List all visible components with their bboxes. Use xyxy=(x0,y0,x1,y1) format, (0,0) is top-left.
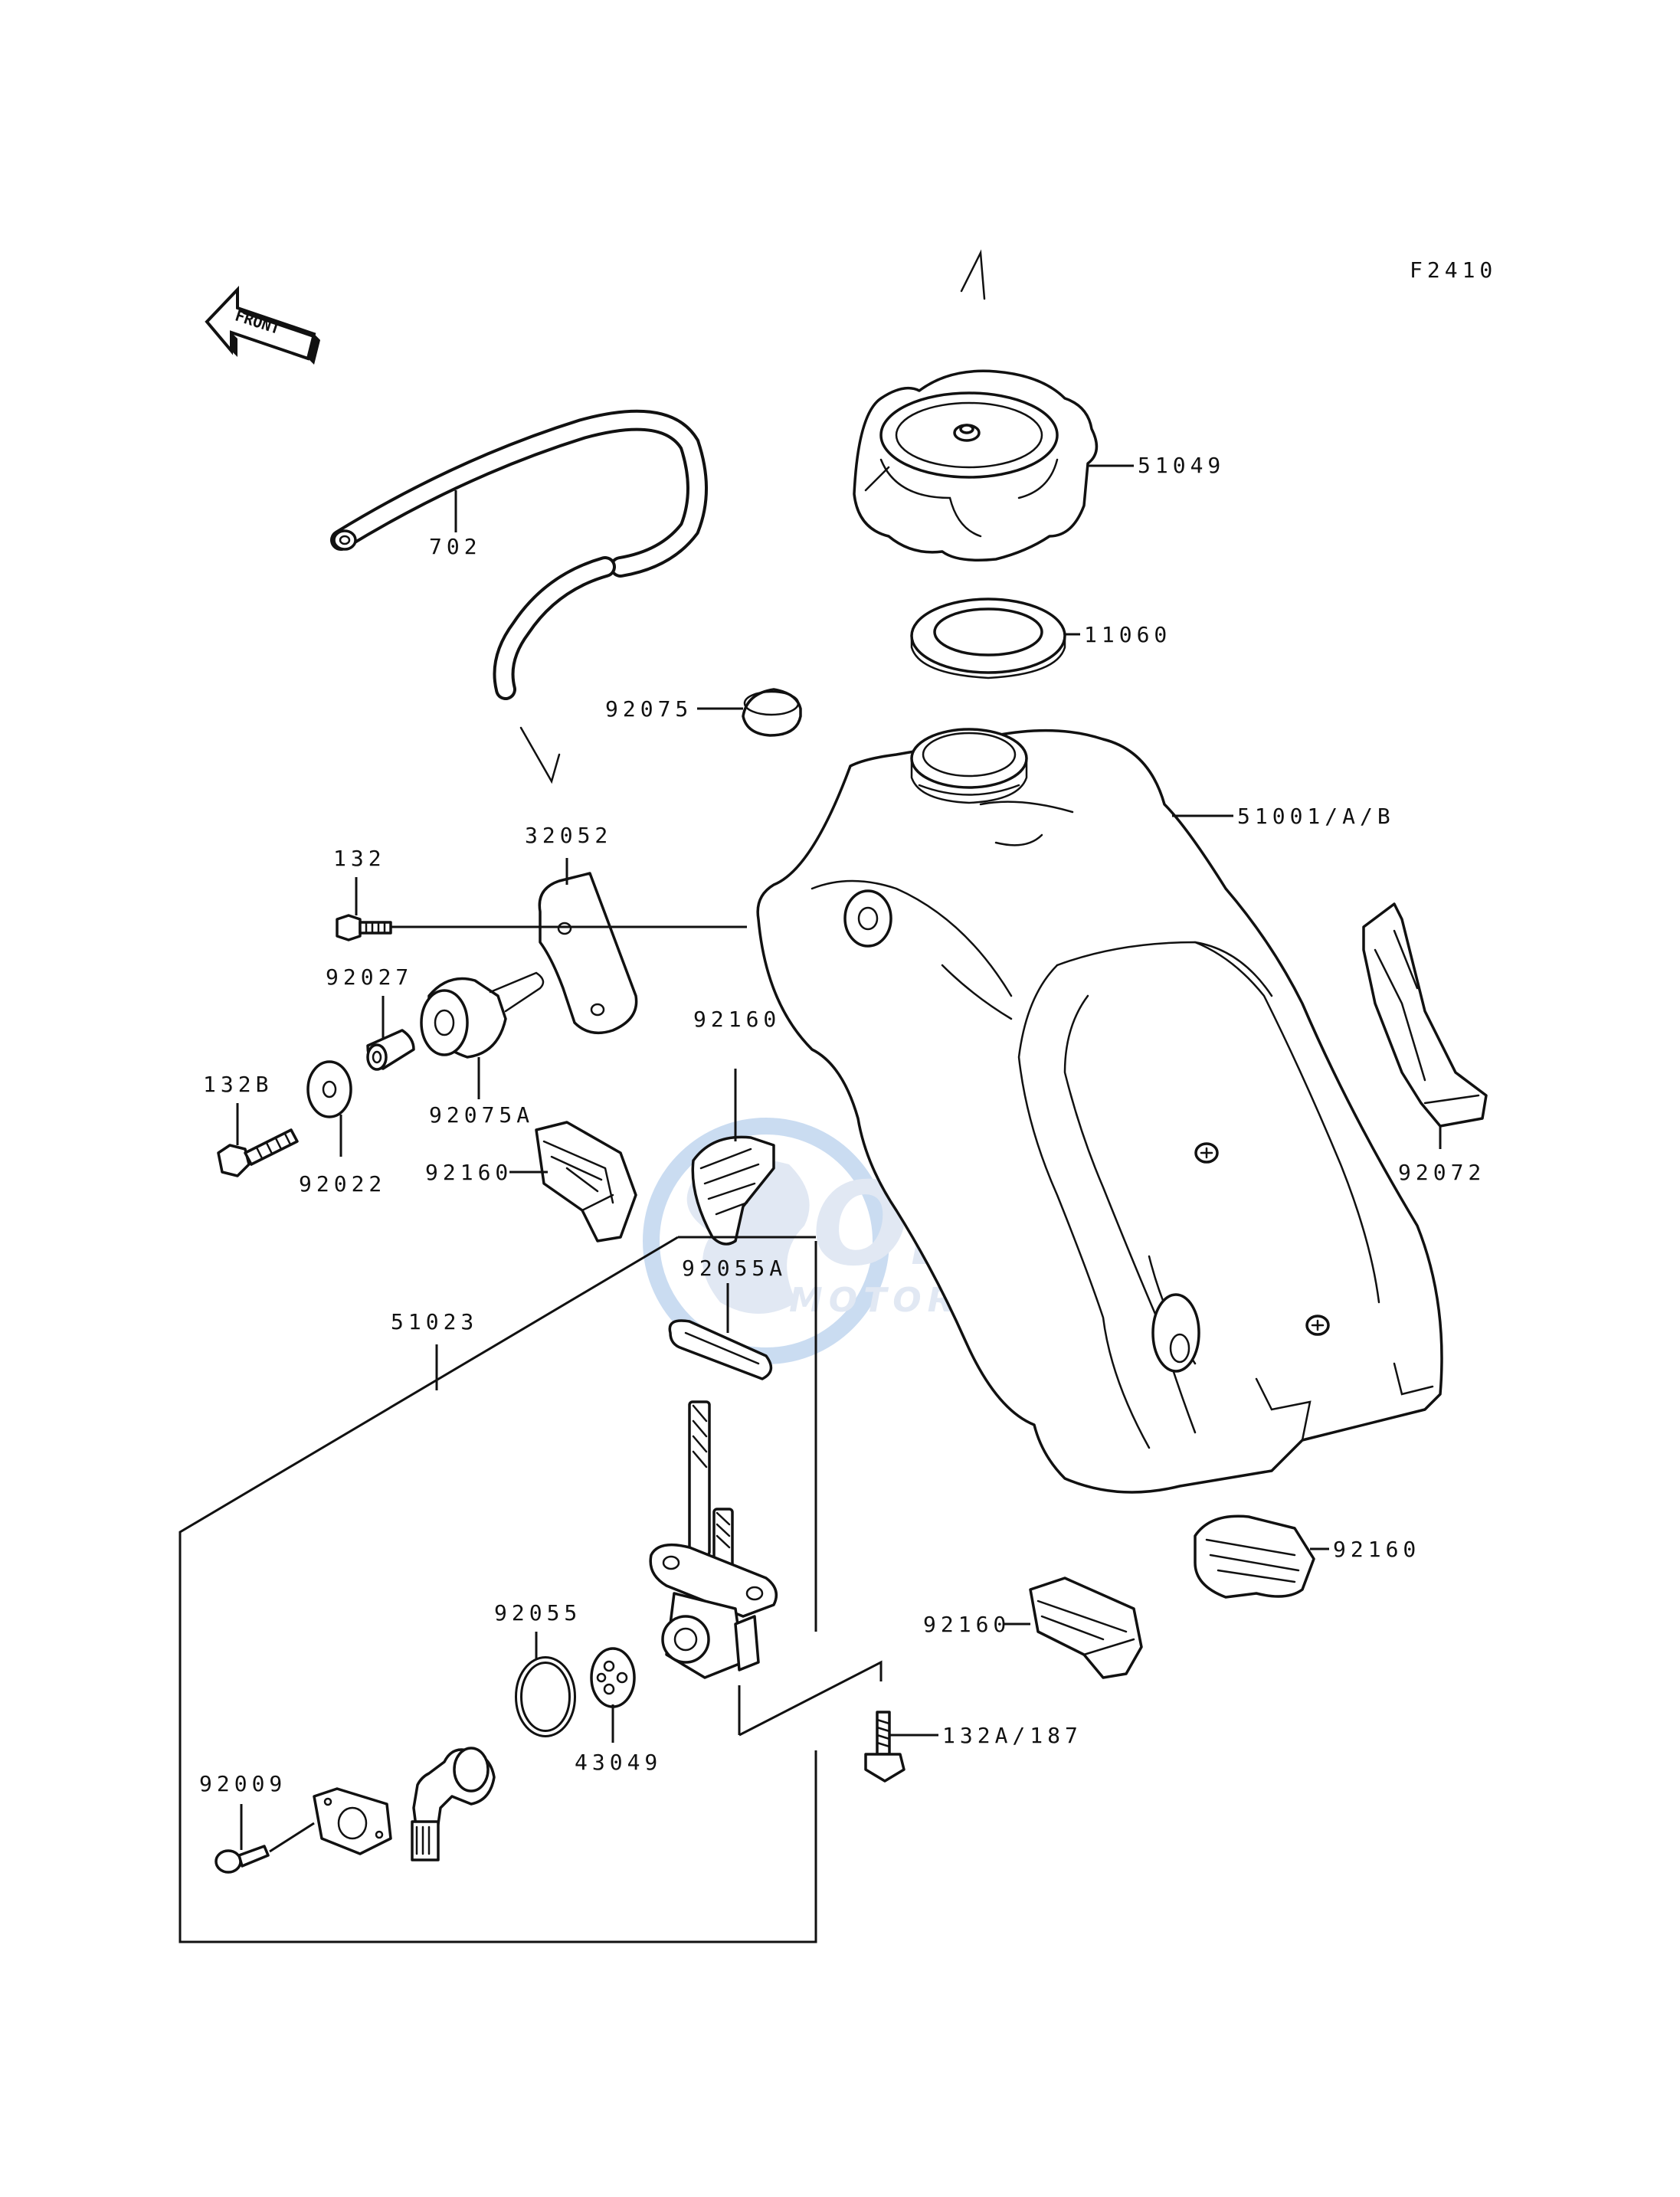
label-32052: 32052 xyxy=(525,823,612,848)
filter-disc xyxy=(590,1647,636,1708)
label-11060: 11060 xyxy=(1084,622,1171,647)
label-51023: 51023 xyxy=(391,1309,478,1334)
label-132b: 132B xyxy=(203,1072,273,1097)
label-43049: 43049 xyxy=(575,1750,662,1775)
label-92072: 92072 xyxy=(1398,1160,1485,1185)
screw xyxy=(215,1845,270,1874)
o-ring xyxy=(515,1656,576,1737)
label-92022: 92022 xyxy=(299,1171,386,1197)
leader-screw-line xyxy=(269,1822,315,1853)
label-92075a: 92075A xyxy=(429,1102,534,1128)
cock-gasket xyxy=(668,1319,773,1380)
label-702: 702 xyxy=(429,534,482,559)
bolt-132 xyxy=(336,914,392,941)
retaining-plate xyxy=(313,1787,392,1855)
rubber-damper xyxy=(420,971,545,1059)
label-92027: 92027 xyxy=(326,964,413,990)
front-arrow-icon: FRONT xyxy=(205,286,320,365)
label-92160-d: 92160 xyxy=(923,1612,1010,1637)
cushion-bottom-center xyxy=(1029,1577,1143,1679)
fuel-cock-kit-frame xyxy=(178,1236,883,1943)
bolt-132b xyxy=(217,1128,299,1177)
fuel-tank xyxy=(756,728,1443,1494)
cushion-left xyxy=(535,1121,637,1243)
mounting-bracket xyxy=(538,872,638,1035)
bolt-132a xyxy=(864,1711,905,1783)
label-92009: 92009 xyxy=(199,1771,287,1796)
washer xyxy=(306,1060,352,1118)
cock-lever xyxy=(411,1747,496,1861)
tank-strap xyxy=(1362,902,1488,1128)
label-92160-a: 92160 xyxy=(693,1007,781,1032)
breather-hose xyxy=(330,409,708,784)
cushion-bottom-right xyxy=(1194,1514,1315,1599)
collar xyxy=(366,1029,415,1071)
label-132: 132 xyxy=(333,846,386,871)
cushion-center xyxy=(691,1135,775,1246)
label-92075: 92075 xyxy=(605,696,693,722)
label-92055: 92055 xyxy=(494,1600,581,1626)
label-92055a: 92055A xyxy=(682,1256,787,1281)
label-51049: 51049 xyxy=(1138,453,1225,478)
tank-plug xyxy=(742,688,802,737)
label-92160-b: 92160 xyxy=(425,1160,513,1185)
fuel-cap xyxy=(853,249,1099,562)
cap-gasket xyxy=(910,598,1066,679)
label-51001: 51001/A/B xyxy=(1237,804,1395,829)
label-132a: 132A/187 xyxy=(942,1723,1082,1748)
figure-code: F2410 xyxy=(1410,257,1497,283)
label-92160-c: 92160 xyxy=(1333,1537,1420,1562)
fuel-cock xyxy=(649,1400,778,1679)
